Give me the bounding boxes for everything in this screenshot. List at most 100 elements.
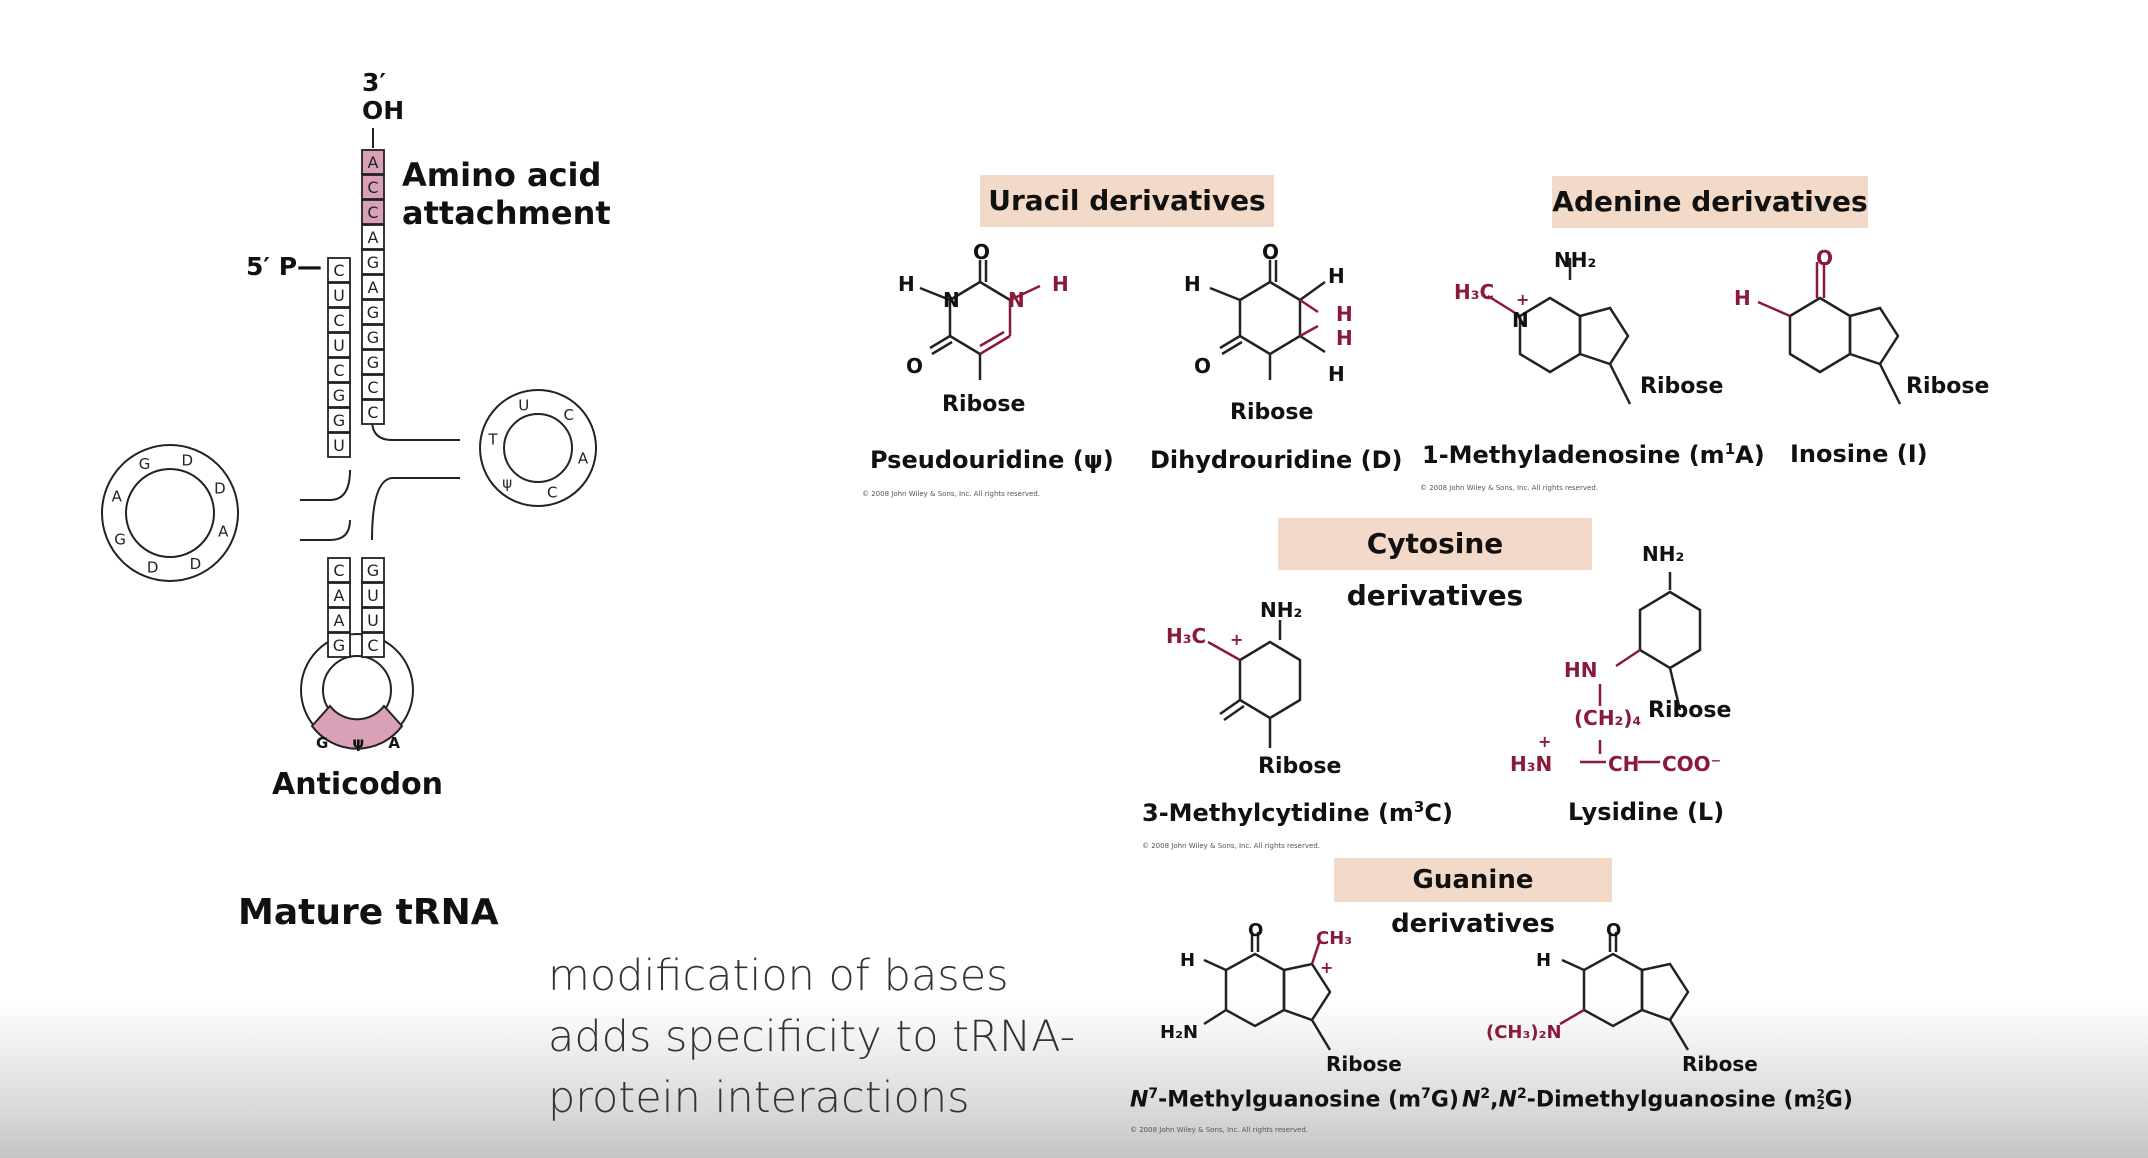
acceptor-5prime-base-7-box bbox=[327, 407, 351, 433]
lysidine-plus: + bbox=[1538, 732, 1552, 751]
anticodon-stem-right-4: C bbox=[367, 636, 378, 655]
bottom-gradient bbox=[0, 1000, 2148, 1158]
d-loop-base-3: G bbox=[114, 530, 126, 548]
dihydrouridine-h4: H bbox=[1336, 326, 1353, 350]
pseudouridine-structure bbox=[919, 260, 1041, 380]
mature-trna-title: Mature tRNA bbox=[238, 892, 499, 933]
d-loop-base-6: D bbox=[182, 452, 194, 470]
methylguanosine-ribose: Ribose bbox=[1326, 1052, 1402, 1076]
d-loop-base-7: D bbox=[214, 480, 226, 498]
methylguanosine-structure bbox=[1203, 932, 1332, 1051]
acceptor-3prime-base-3: C bbox=[367, 203, 378, 222]
anticodon-label: Anticodon bbox=[272, 767, 444, 802]
acceptor-3prime-base-8-box bbox=[361, 324, 385, 350]
methyladenosine-structure bbox=[1487, 258, 1632, 405]
dihydrouridine-o2: O bbox=[1194, 354, 1212, 378]
inosine-ribose: Ribose bbox=[1906, 374, 1990, 399]
anticodon-stem-right-2-box bbox=[361, 582, 385, 608]
acceptor-5prime-base-3-box bbox=[327, 307, 351, 333]
acceptor-5prime-base-2: U bbox=[333, 286, 345, 305]
cytosine-derivatives-header: Cytosine derivatives bbox=[1278, 518, 1592, 612]
anticodon-stem-left-3: A bbox=[334, 611, 345, 630]
inosine-structure bbox=[1757, 262, 1902, 405]
methyladenosine-nh2: NH₂ bbox=[1554, 248, 1597, 272]
acceptor-5prime-base-6: G bbox=[333, 386, 345, 405]
pseudouridine-n1: N bbox=[943, 288, 960, 312]
methylcytidine-plus: + bbox=[1230, 630, 1244, 649]
anticodon-stem-right-1: G bbox=[367, 561, 379, 580]
dihydrouridine-h1: H bbox=[1184, 272, 1201, 296]
acceptor-3prime-base-10: C bbox=[367, 378, 378, 397]
dihydrouridine-o1: O bbox=[1262, 240, 1280, 264]
pseudouridine-name: Pseudouridine (ψ) bbox=[870, 446, 1114, 474]
copyright-adenine: © 2008 John Wiley & Sons, Inc. All right… bbox=[1420, 484, 1598, 492]
anticodon-stem-right-1-box bbox=[361, 557, 385, 583]
guanine-derivatives-header: Guanine derivatives bbox=[1334, 858, 1612, 939]
acceptor-3prime-base-5-box bbox=[361, 249, 385, 275]
lysidine-ch2: (CH₂)₄ bbox=[1574, 706, 1642, 730]
lysidine-ch: CH bbox=[1608, 752, 1640, 776]
dimethylguanosine-nme2: (CH₃)₂N bbox=[1486, 1022, 1562, 1043]
d-loop-base-4: A bbox=[112, 488, 123, 506]
methylguanosine-plus: + bbox=[1320, 958, 1334, 977]
acceptor-5prime-base-8: U bbox=[333, 436, 345, 455]
acceptor-5prime-base-5: C bbox=[333, 361, 344, 380]
acceptor-5prime-base-4: U bbox=[333, 336, 345, 355]
dihydrouridine-ribose: Ribose bbox=[1230, 400, 1314, 425]
lysidine-structure bbox=[1580, 572, 1702, 764]
pseudouridine-o1: O bbox=[973, 240, 991, 264]
anticodon-bases: G ψ A bbox=[316, 734, 400, 752]
anticodon-base-1: G bbox=[316, 734, 329, 752]
anticodon-stem-left-4-box bbox=[327, 632, 351, 658]
acceptor-3prime-base-3-box bbox=[361, 199, 385, 225]
anticodon-stem-right-4-box bbox=[361, 632, 385, 658]
inosine-h: H bbox=[1734, 286, 1751, 310]
anticodon-stem-right-3: U bbox=[367, 611, 379, 630]
acceptor-5prime-base-3: C bbox=[333, 311, 344, 330]
methylcytidine-h3c: H₃C bbox=[1166, 624, 1207, 648]
t-loop-base-6: T bbox=[487, 430, 498, 448]
anticodon-stem-right-2: U bbox=[367, 586, 379, 605]
dihydrouridine-h5: H bbox=[1328, 362, 1345, 386]
anticodon-stem-left-2: A bbox=[334, 586, 345, 605]
pseudouridine-o2: O bbox=[906, 354, 924, 378]
t-loop-base-2: C bbox=[564, 406, 574, 424]
d-loop-base-2: D bbox=[147, 558, 159, 576]
t-loop-base-3: A bbox=[578, 450, 589, 468]
pseudouridine-h2: H bbox=[1052, 272, 1069, 296]
dihydrouridine-name: Dihydrouridine (D) bbox=[1150, 446, 1403, 474]
anticodon-stem-left-2-box bbox=[327, 582, 351, 608]
acceptor-3prime-base-4: A bbox=[368, 228, 379, 247]
methylguanosine-h2n: H₂N bbox=[1160, 1022, 1199, 1043]
acceptor-3prime-base-9: G bbox=[367, 353, 379, 372]
methyladenosine-name: 1-Methyladenosine (m1A) bbox=[1422, 440, 1765, 469]
acceptor-3prime-base-1-box bbox=[361, 149, 385, 175]
acceptor-3prime-base-2: C bbox=[367, 178, 378, 197]
copyright-guanine: © 2008 John Wiley & Sons, Inc. All right… bbox=[1130, 1126, 1308, 1134]
acceptor-3prime-base-7: G bbox=[367, 303, 379, 322]
pseudouridine-h1: H bbox=[898, 272, 915, 296]
slide-caption: modification of bases adds specificity t… bbox=[548, 951, 1076, 1123]
lysidine-hn: HN bbox=[1564, 658, 1598, 682]
lysidine-name: Lysidine (L) bbox=[1568, 798, 1725, 826]
methylguanosine-ch3: CH₃ bbox=[1316, 928, 1353, 949]
t-loop-base-5: ψ bbox=[502, 474, 512, 492]
dimethylguanosine-structure bbox=[1559, 932, 1690, 1051]
acceptor-3prime-base-1: A bbox=[368, 153, 379, 172]
anticodon-stem-left-4: G bbox=[333, 636, 345, 655]
inosine-o: O bbox=[1816, 246, 1834, 270]
acceptor-3prime-base-6: A bbox=[368, 278, 379, 297]
acceptor-3prime-base-5: G bbox=[367, 253, 379, 272]
amino-acid-label-line1: Amino acid bbox=[402, 156, 602, 194]
acceptor-3prime-base-10-box bbox=[361, 374, 385, 400]
methylcytidine-nh2: NH₂ bbox=[1260, 598, 1303, 622]
dimethylguanosine-h: H bbox=[1536, 950, 1552, 971]
dimethylguanosine-o: O bbox=[1606, 920, 1622, 941]
dihydrouridine-h3: H bbox=[1336, 302, 1353, 326]
anticodon-stem-right-3-box bbox=[361, 607, 385, 633]
lysidine-ribose: Ribose bbox=[1648, 698, 1732, 723]
methylguanosine-name: N7-Methylguanosine (m7G) bbox=[1130, 1086, 1459, 1113]
anticodon-stem-left-3-box bbox=[327, 607, 351, 633]
